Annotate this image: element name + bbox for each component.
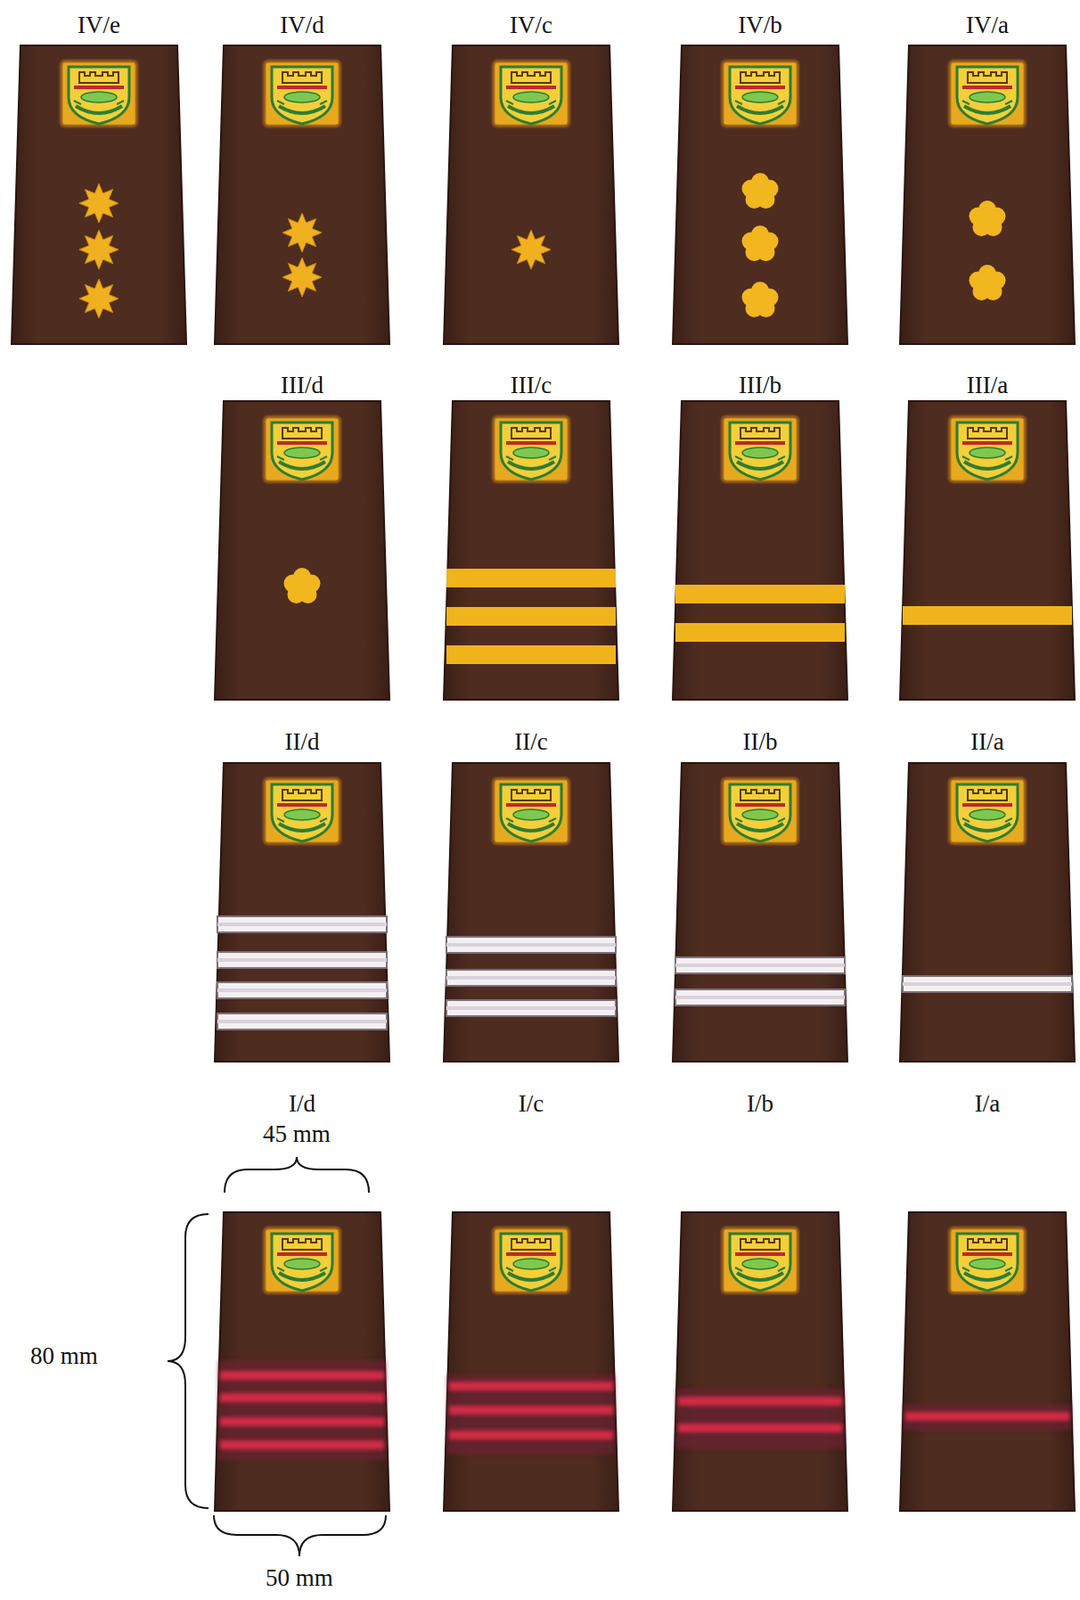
dimension-label: 80 mm — [30, 1342, 99, 1370]
rank-label: I/d — [288, 1090, 316, 1118]
rank-label: III/b — [738, 372, 782, 400]
dimension-brace — [167, 1213, 209, 1508]
rank-label: II/c — [514, 728, 548, 756]
rank-label: I/c — [518, 1090, 544, 1118]
rank-label: III/c — [510, 372, 552, 400]
dimension-label: 50 mm — [265, 1564, 334, 1592]
rank-label: II/d — [285, 728, 320, 756]
rank-label: IV/a — [965, 12, 1009, 40]
rank-label: IV/e — [77, 12, 121, 40]
rank-label: III/d — [280, 372, 324, 400]
rank-label: I/a — [974, 1090, 1000, 1118]
rank-label: II/a — [970, 728, 1004, 756]
rank-label: IV/d — [279, 12, 325, 40]
rank-label: I/b — [746, 1090, 774, 1118]
dimension-brace — [213, 1514, 386, 1556]
dimension-brace — [224, 1156, 369, 1193]
dimension-label: 45 mm — [262, 1120, 331, 1148]
rank-label: IV/b — [737, 12, 783, 40]
rank-label: IV/c — [509, 12, 553, 40]
rank-label: II/b — [743, 728, 778, 756]
rank-label: III/a — [966, 372, 1008, 400]
